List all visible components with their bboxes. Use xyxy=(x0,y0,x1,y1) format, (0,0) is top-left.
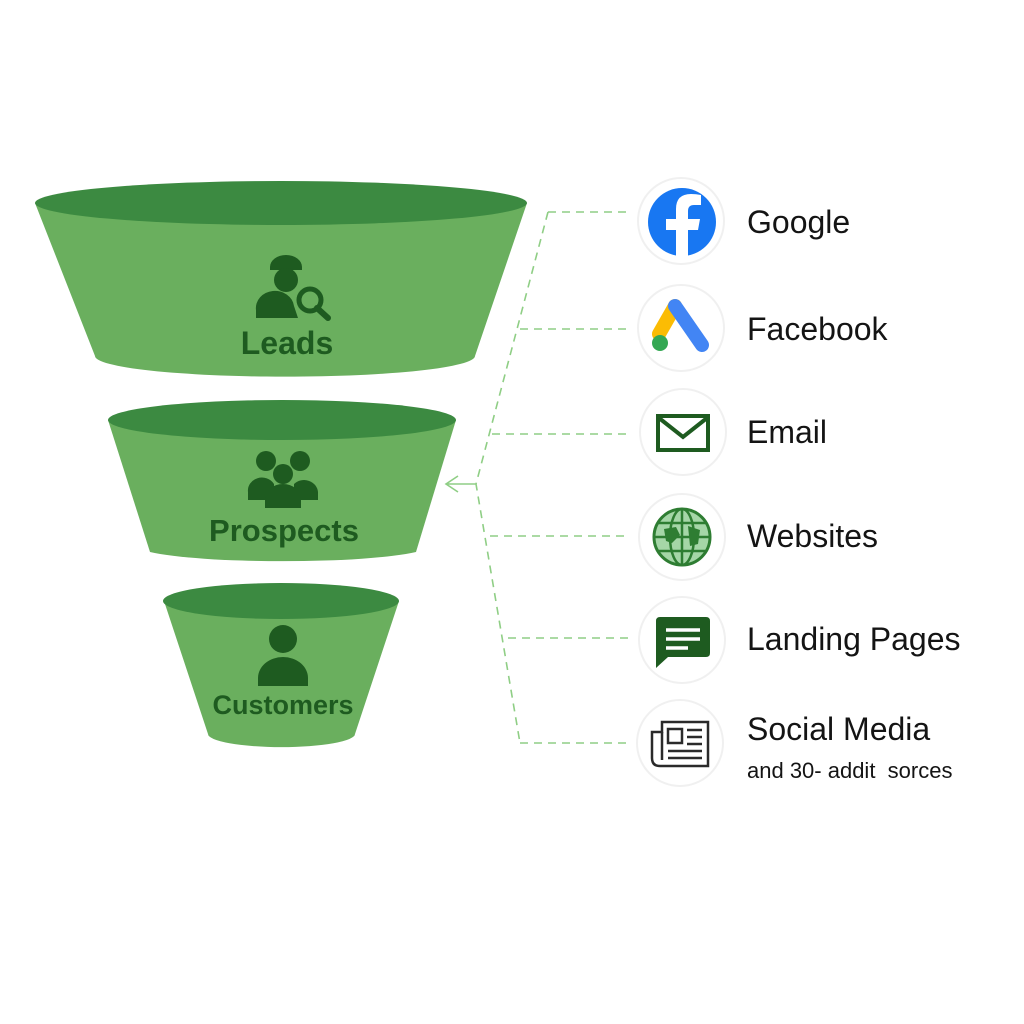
facebook-icon xyxy=(648,188,716,256)
globe-icon xyxy=(652,507,712,567)
google-ads-icon xyxy=(652,299,709,352)
group-icon xyxy=(247,451,318,508)
source-item: Facebook xyxy=(637,284,889,372)
source-item: Email xyxy=(639,388,827,476)
funnel-stage-leads: Leads xyxy=(35,181,527,377)
funnel-tier-rim xyxy=(108,400,456,440)
funnel-stage-label: Leads xyxy=(241,325,333,361)
source-label: Google xyxy=(747,204,850,240)
source-label: Email xyxy=(747,414,827,450)
source-sublabel: and 30- addit sorces xyxy=(747,758,952,783)
source-item: Websites xyxy=(638,493,878,581)
funnel-stage-customers: Customers xyxy=(163,583,399,748)
source-item: Google xyxy=(637,177,850,265)
connector-arrow-icon xyxy=(444,475,476,493)
newspaper-icon xyxy=(650,720,710,768)
source-item: Social Media and 30- addit sorces xyxy=(636,699,952,787)
person-icon xyxy=(258,625,308,686)
connector-lines xyxy=(444,211,628,744)
funnel-stage-label: Customers xyxy=(212,690,353,720)
source-label: Websites xyxy=(747,518,878,554)
funnel-stage-label: Prospects xyxy=(209,513,359,548)
source-label: Social Media xyxy=(747,711,930,747)
person-search-icon xyxy=(255,255,331,321)
icon-badge xyxy=(637,284,725,372)
source-label: Facebook xyxy=(747,311,889,347)
source-item: Landing Pages xyxy=(638,596,961,684)
source-label: Landing Pages xyxy=(747,621,961,657)
funnel-tier-rim xyxy=(163,583,399,619)
funnel-stage-prospects: Prospects xyxy=(108,400,456,562)
funnel-tier-rim xyxy=(35,181,527,225)
icon-badge xyxy=(639,388,727,476)
envelope-icon xyxy=(656,414,710,452)
chat-message-icon xyxy=(656,617,710,668)
